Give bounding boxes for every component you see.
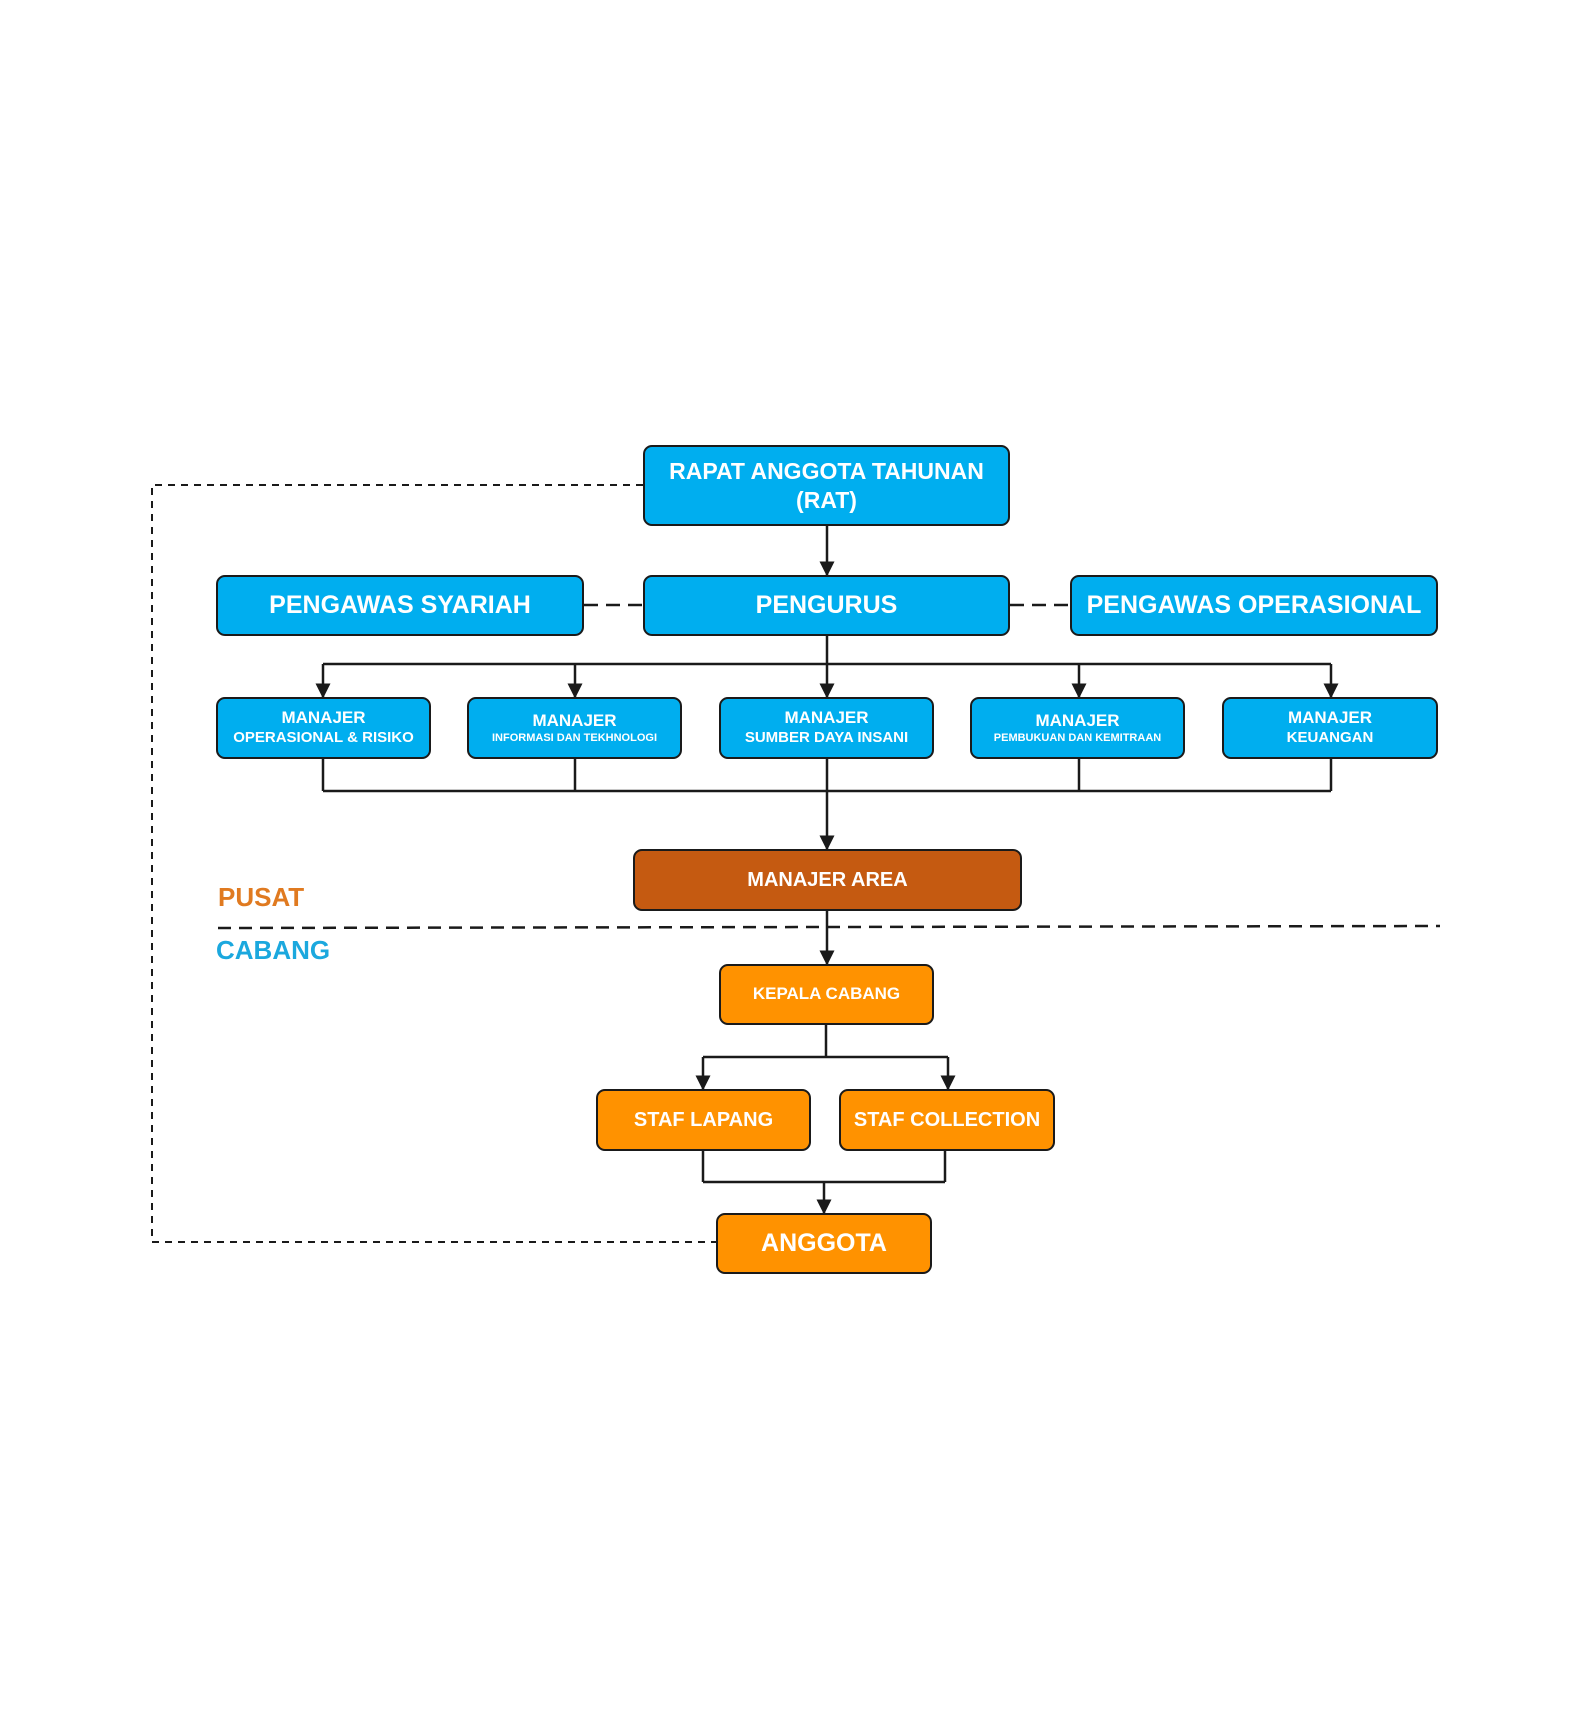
node-rat-line2: (RAT) <box>796 486 857 513</box>
manager-title: MANAJER <box>1287 708 1373 728</box>
node-manajer-informasi-teknologi: MANAJER INFORMASI DAN TEKHNOLOGI <box>467 697 682 759</box>
zone-label-cabang: CABANG <box>216 935 331 965</box>
node-staf-lapang: STAF LAPANG <box>596 1089 811 1151</box>
manager-title: MANAJER <box>1035 710 1120 730</box>
node-staf-collection-label: STAF COLLECTION <box>853 1108 1041 1131</box>
node-anggota: ANGGOTA <box>716 1213 932 1274</box>
node-anggota-label: ANGGOTA <box>761 1229 887 1258</box>
manager-subtitle: SUMBER DAYA INSANI <box>744 729 909 747</box>
node-pengurus: PENGURUS <box>643 575 1010 636</box>
node-manajer-area-label: MANAJER AREA <box>747 868 908 891</box>
zone-divider <box>217 924 1441 930</box>
node-manajer-area: MANAJER AREA <box>633 849 1022 911</box>
manager-subtitle: OPERASIONAL & RISIKO <box>233 729 414 747</box>
node-manajer-sumber-daya-insani: MANAJER SUMBER DAYA INSANI <box>719 697 934 759</box>
manager-title: MANAJER <box>281 708 366 728</box>
node-kepala-cabang-label: KEPALA CABANG <box>752 984 901 1004</box>
node-rat-line1: RAPAT ANGGOTA TAHUNAN <box>669 458 984 485</box>
node-pengawas-syariah-label: PENGAWAS SYARIAH <box>269 591 531 620</box>
node-manajer-pembukuan-kemitraan: MANAJER PEMBUKUAN DAN KEMITRAAN <box>970 697 1185 759</box>
node-manajer-keuangan: MANAJER KEUANGAN <box>1222 697 1438 759</box>
manager-title: MANAJER <box>784 708 869 728</box>
node-pengawas-operasional-label: PENGAWAS OPERASIONAL <box>1086 591 1422 620</box>
node-kepala-cabang: KEPALA CABANG <box>719 964 934 1025</box>
node-rat: RAPAT ANGGOTA TAHUNAN (RAT) <box>643 445 1010 526</box>
zone-label-pusat: PUSAT <box>218 882 305 912</box>
node-pengawas-operasional: PENGAWAS OPERASIONAL <box>1070 575 1438 636</box>
manager-subtitle: KEUANGAN <box>1286 729 1374 747</box>
node-pengurus-label: PENGURUS <box>755 591 898 620</box>
node-manajer-operasional-risiko: MANAJER OPERASIONAL & RISIKO <box>216 697 431 759</box>
node-staf-collection: STAF COLLECTION <box>839 1089 1055 1151</box>
node-staf-lapang-label: STAF LAPANG <box>633 1108 774 1131</box>
node-pengawas-syariah: PENGAWAS SYARIAH <box>216 575 584 636</box>
manager-subtitle: PEMBUKUAN DAN KEMITRAAN <box>993 731 1162 744</box>
manager-title: MANAJER <box>532 710 617 730</box>
manager-subtitle: INFORMASI DAN TEKHNOLOGI <box>492 731 657 744</box>
